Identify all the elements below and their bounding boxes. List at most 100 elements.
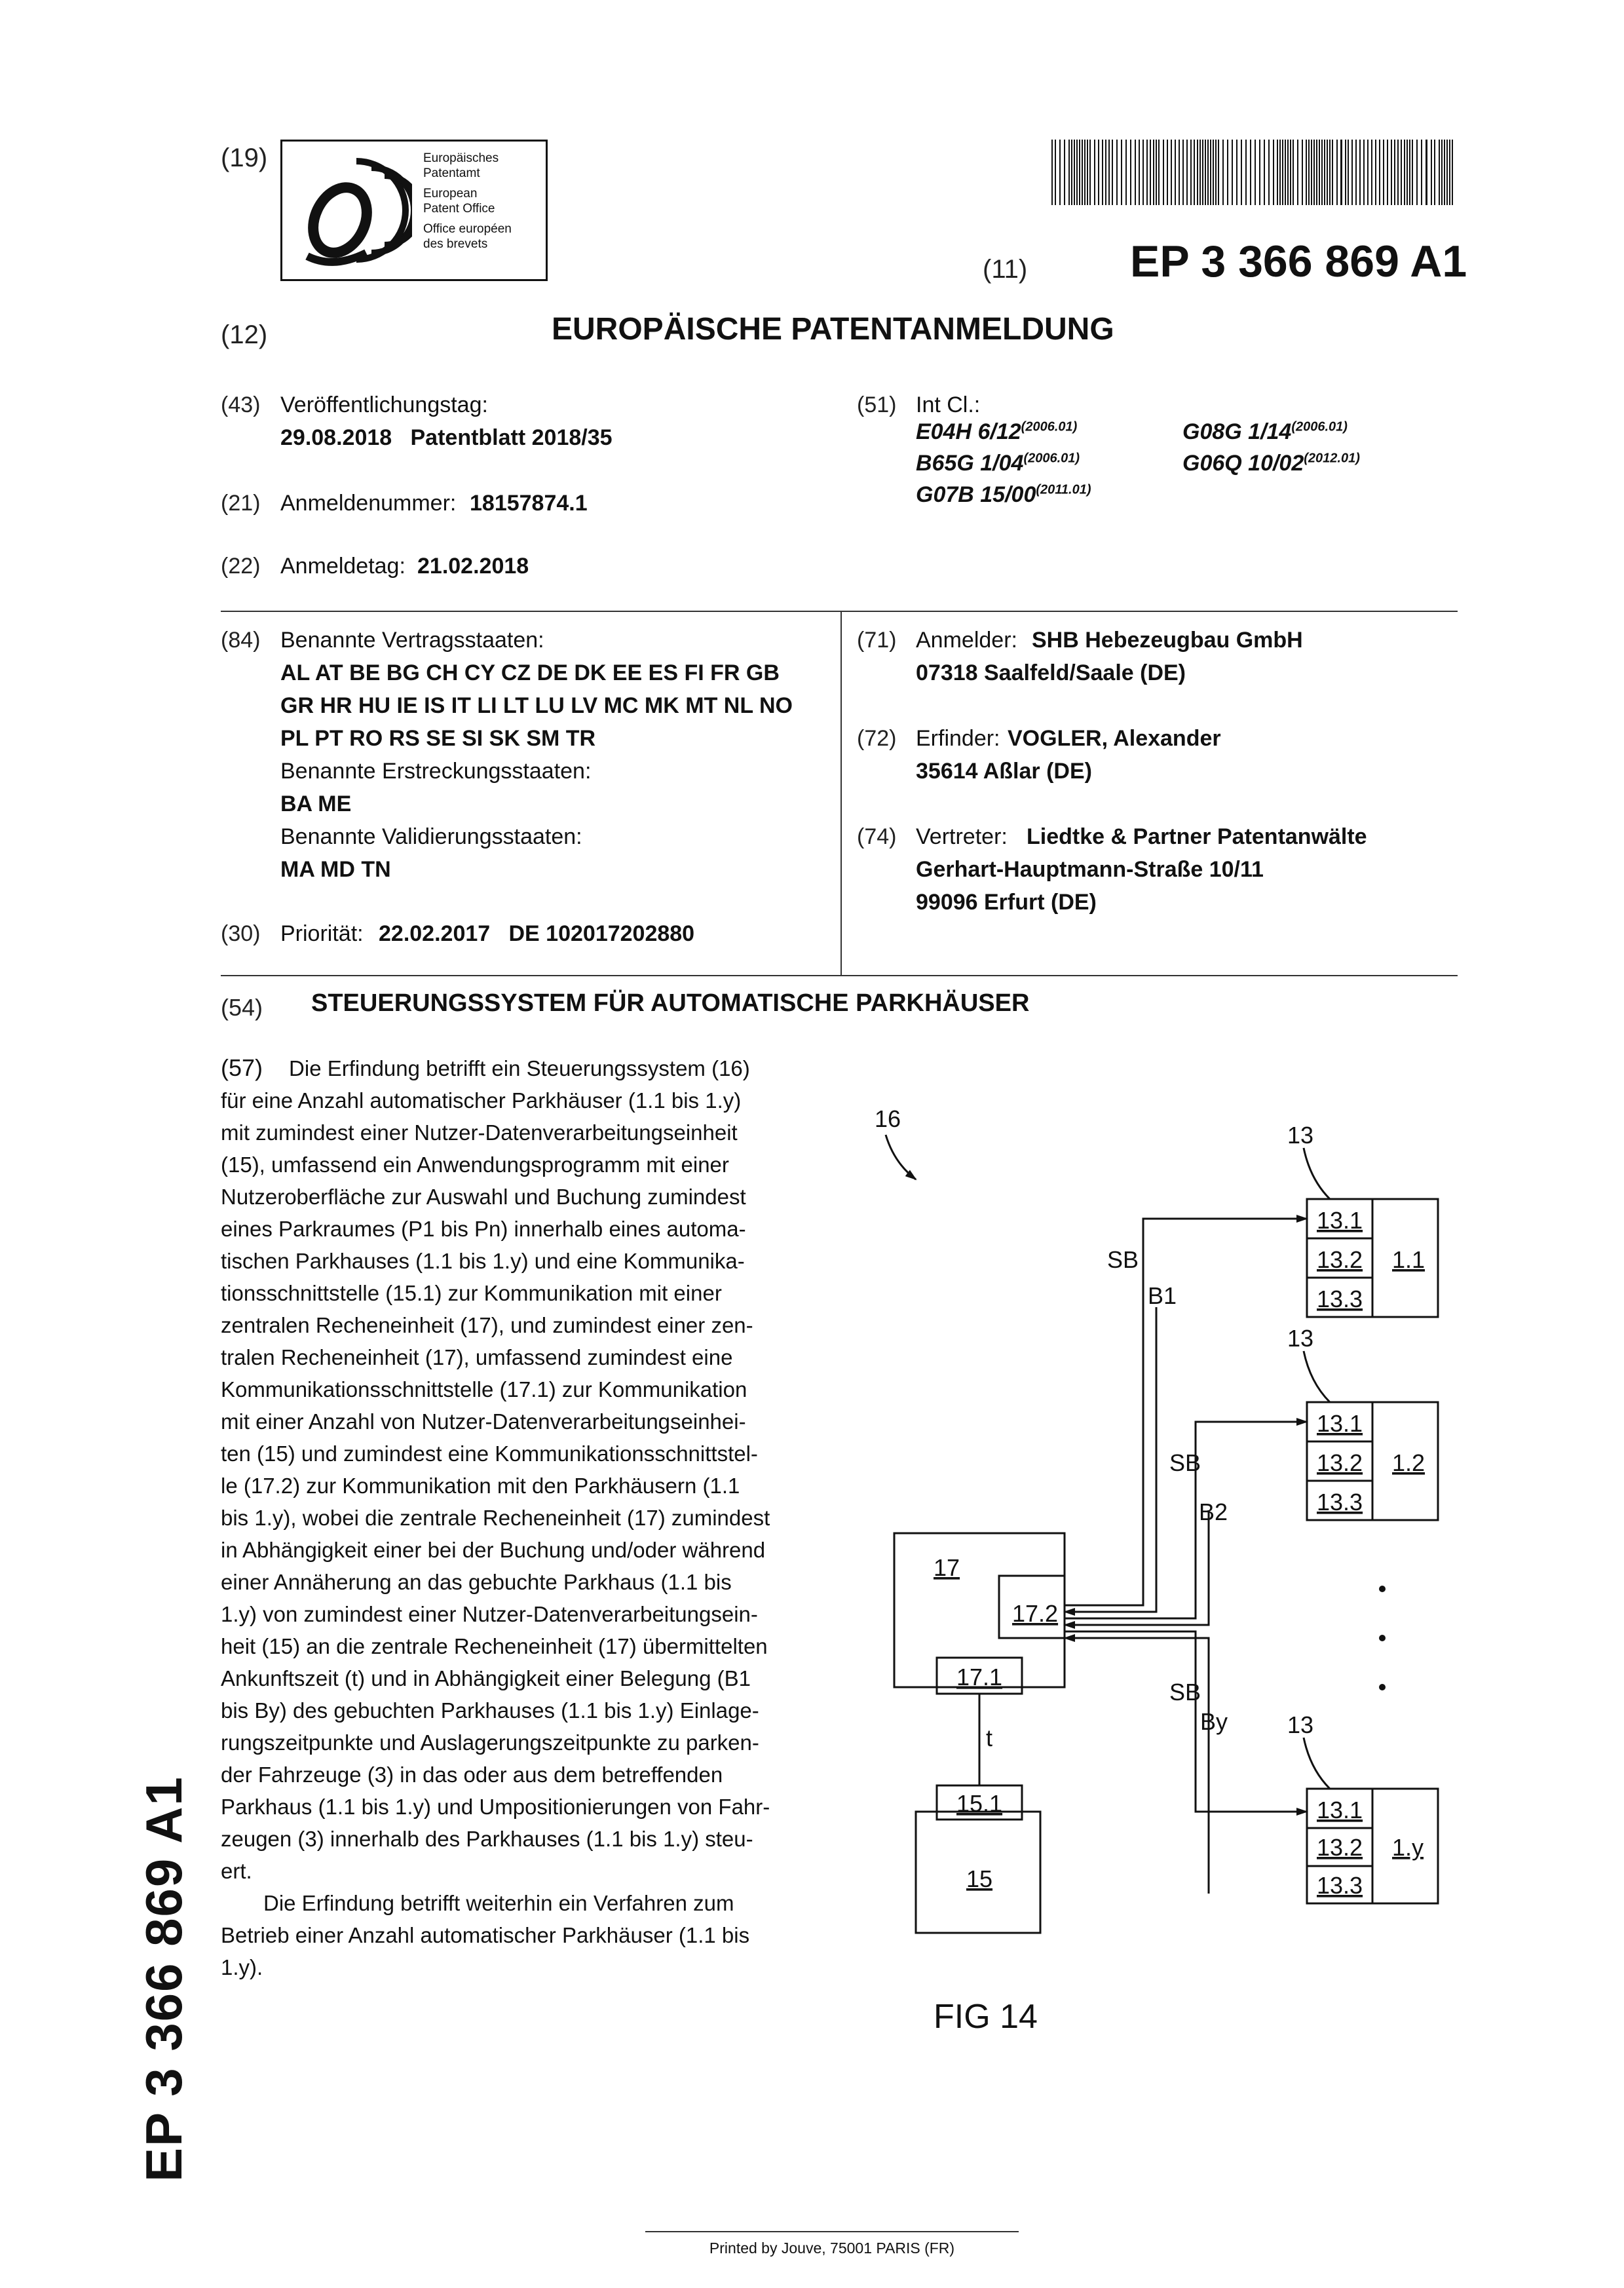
barcode-bar [1084,140,1086,205]
barcode-bar [1197,140,1198,205]
ref-13-leader [1302,1737,1331,1790]
barcode-bar [1401,140,1402,205]
barcode-bar [1404,140,1405,205]
barcode-bar [1444,140,1445,205]
barcode-bar [1306,140,1307,205]
barcode-bar [1332,140,1333,205]
epo-line: Patent Office [423,202,495,216]
barcode [1051,140,1458,205]
ipc-code: G06Q 10/02 [1182,451,1304,476]
barcode-bar [1324,140,1325,205]
label-15-1: 15.1 [956,1790,1002,1817]
barcode-bar [1125,140,1127,205]
ellipsis-dot [1379,1684,1386,1690]
label-sb: SB [1107,1246,1139,1273]
label-13: 13 [1287,1711,1313,1738]
label-13-3: 13.3 [1317,1872,1363,1899]
user-unit-box [915,1810,1042,1934]
barcode-bar [1441,140,1443,205]
epo-logo-box: Europäisches Patentamt European Patent O… [280,140,548,281]
barcode-bar [1158,140,1160,205]
barcode-bar [1375,140,1376,205]
barcode-bar [1371,140,1372,205]
barcode-bar [1130,140,1131,205]
barcode-bar [1135,140,1136,205]
barcode-bar [1355,140,1357,205]
abstract-line: le (17.2) zur Kommunikation mit den Park… [221,1474,740,1498]
epo-name-lines: Europäisches Patentamt European Patent O… [423,151,512,252]
abstract-line: in Abhängigkeit einer bei der Buchung un… [221,1538,766,1562]
figure-14: 16 13 13 13 17 17.2 17.1 15.1 15 t SB B1… [875,1105,1439,2036]
b1-line [1063,1307,1158,1616]
barcode-bar [1146,140,1148,205]
barcode-bar [1051,140,1053,205]
barcode-bar [1336,140,1338,205]
printer-credit: Printed by Jouve, 75001 PARIS (FR) [709,2240,955,2257]
label-13-3: 13.3 [1317,1489,1363,1516]
abstract-line: Kommunikationsschnittstelle (17.1) zur K… [221,1377,747,1401]
label-13-2: 13.2 [1317,1449,1363,1476]
barcode-bar [1194,140,1195,205]
epo-line: des brevets [423,237,488,251]
barcode-bar [1313,140,1315,205]
inid-11: (11) [983,255,1028,284]
abstract-line: zentralen Recheneinheit (17), und zumind… [221,1313,753,1337]
barcode-bar [1098,140,1099,205]
extension-label: Benannte Erstreckungsstaaten: [280,759,592,784]
abstract-line: tionsschnittstelle (15.1) zur Kommunikat… [221,1281,722,1305]
barcode-bar [1139,140,1140,205]
label-13-1: 13.1 [1317,1410,1363,1437]
label-1-2: 1.2 [1392,1449,1425,1476]
barcode-bar [1273,140,1274,205]
barcode-bar [1250,140,1251,205]
barcode-bar [1202,140,1203,205]
abstract-line: für eine Anzahl automatischer Parkhäuser… [221,1088,742,1113]
inid-22: (22) [221,554,261,579]
ipc-code: E04H 6/12 [916,419,1021,444]
barcode-bar [1452,140,1453,205]
barcode-bar [1279,140,1281,205]
representative-street: Gerhart-Hauptmann-Straße 10/11 [916,857,1264,882]
inid-57: (57) [221,1054,263,1081]
label-1-y: 1.y [1392,1834,1424,1861]
barcode-bar [1363,140,1365,205]
applicant-address: 07318 Saalfeld/Saale (DE) [916,660,1186,685]
label-sb: SB [1169,1679,1201,1706]
barcode-bar [1175,140,1176,205]
barcode-bar [1446,140,1448,205]
abstract-line: mit zumindest einer Nutzer-Datenverarbei… [221,1120,738,1145]
barcode-bar [1227,140,1228,205]
ipc-class: E04H 6/12(2006.01) [916,419,1077,445]
barcode-bar [1108,140,1110,205]
label-t: t [986,1725,992,1751]
abstract-line: Betrieb einer Anzahl automatischer Parkh… [221,1923,750,1947]
sb-line-y [1065,1630,1308,1816]
barcode-bar [1439,140,1440,205]
barcode-bar [1082,140,1083,205]
int-cl-label: Int Cl.: [916,392,981,417]
barcode-bar [1434,140,1435,205]
barcode-bar [1241,140,1242,205]
barcode-bar [1316,140,1317,205]
barcode-bar [1391,140,1392,205]
inid-30: (30) [221,921,261,946]
barcode-bar [1059,140,1061,205]
barcode-bar [1116,140,1118,205]
label-13: 13 [1287,1122,1313,1149]
representative-city: 99096 Erfurt (DE) [916,890,1097,915]
epo-logo-icon [305,158,412,266]
label-17-1: 17.1 [956,1664,1002,1690]
ref-16-arrow [884,1134,917,1181]
inid-72: (72) [857,726,897,751]
label-17: 17 [934,1554,960,1581]
barcode-bar [1222,140,1224,205]
barcode-bar [1359,140,1361,205]
barcode-bar [1102,140,1103,205]
rule-middle [840,611,842,975]
abstract-line: rungszeitpunkte und Auslagerungszeitpunk… [221,1730,759,1755]
invention-title: STEUERUNGSSYSTEM FÜR AUTOMATISCHE PARKHÄ… [311,989,1030,1017]
label-13-1: 13.1 [1317,1797,1363,1823]
barcode-bar [1311,140,1312,205]
abstract-line: Nutzeroberfläche zur Auswahl und Buchung… [221,1185,746,1209]
barcode-bar [1383,140,1384,205]
